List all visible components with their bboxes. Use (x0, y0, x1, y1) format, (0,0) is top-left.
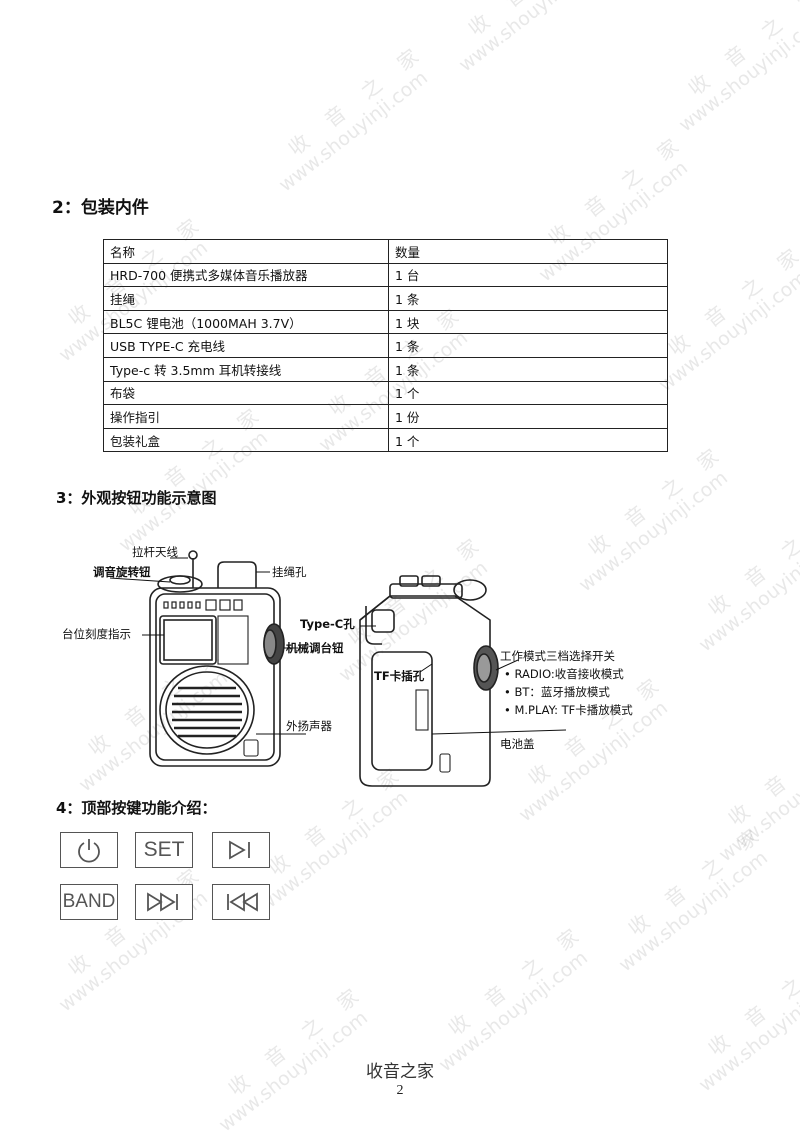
watermark-brand: 收音之家 (440, 0, 624, 59)
set-key: SET (135, 832, 193, 868)
label-tf-slot: TF卡插孔 (374, 669, 425, 683)
power-key (60, 832, 118, 868)
table-cell-quantity: 1 个 (388, 427, 668, 453)
watermark-url: www.shouyinji.com (654, 266, 800, 397)
watermark-brand: 收音之家 (443, 908, 604, 1041)
table-cell-name: 包装礼盒 (103, 427, 389, 453)
watermark-url: www.shouyinji.com (454, 0, 612, 77)
watermark-url: www.shouyinji.com (274, 66, 432, 197)
previous-track-key (212, 884, 270, 920)
table-row: BL5C 锂电池（1000MAH 3.7V）1 块 (103, 309, 668, 335)
watermark-brand: 收音之家 (723, 698, 800, 831)
callout-lines (109, 557, 567, 735)
table-cell-name: USB TYPE-C 充电线 (103, 333, 389, 358)
previous-track-icon (227, 892, 258, 912)
footer-brand: 收音之家 (366, 1062, 434, 1082)
table-cell-name: 布袋 (103, 380, 389, 406)
label-mode-mplay: • M.PLAY: TF卡播放模式 (504, 703, 633, 717)
table-cell-quantity: 1 条 (388, 286, 668, 311)
device-diagram: 拉杆天线 调音旋转钮 挂绳孔 台位刻度指示 机械调台钮 外扬声器 Type-C孔… (60, 540, 700, 790)
label-speaker: 外扬声器 (286, 719, 332, 733)
table-header-quantity: 数量 (388, 239, 668, 264)
watermark-url: www.shouyinji.com (434, 946, 592, 1077)
table-cell-name: BL5C 锂电池（1000MAH 3.7V） (103, 309, 389, 335)
watermark-url: www.shouyinji.com (694, 526, 800, 657)
front-view-drawing (149, 550, 285, 767)
watermark-url: www.shouyinji.com (614, 846, 772, 977)
section-title-top-keys: 4：顶部按键功能介绍： (56, 799, 217, 817)
power-icon (78, 839, 100, 863)
table-cell-quantity: 1 台 (388, 262, 668, 288)
section-title-packing: 2：包装内件 (52, 198, 149, 218)
label-mode-switch: 工作模式三档选择开关 (500, 649, 615, 663)
label-typec-port: Type-C孔 (300, 617, 355, 631)
table-cell-name: 操作指引 (103, 404, 389, 429)
watermark-brand: 收音之家 (683, 0, 800, 101)
watermark-brand: 收音之家 (283, 28, 444, 161)
label-tuning-knob: 调音旋转钮 (93, 565, 151, 579)
label-dial-indicator: 台位刻度指示 (62, 627, 131, 641)
table-cell-name: Type-c 转 3.5mm 耳机转接线 (103, 356, 389, 382)
table-header-name: 名称 (103, 239, 389, 264)
watermark-url: www.shouyinji.com (714, 736, 800, 867)
label-antenna: 拉杆天线 (132, 545, 178, 559)
next-track-key (135, 884, 193, 920)
device-diagram-svg: 拉杆天线 调音旋转钮 挂绳孔 台位刻度指示 机械调台钮 外扬声器 Type-C孔… (62, 545, 633, 787)
section-title-appearance: 3：外观按钮功能示意图 (56, 489, 217, 507)
play-pause-icon (229, 840, 250, 860)
table-cell-quantity: 1 个 (388, 380, 668, 406)
table-cell-name: HRD-700 便携式多媒体音乐播放器 (103, 262, 389, 288)
table-cell-quantity: 1 条 (388, 356, 668, 382)
top-keys-panel: SET BAND (60, 832, 290, 924)
label-battery-cover: 电池盖 (500, 737, 535, 751)
label-mode-radio: • RADIO:收音接收模式 (504, 667, 624, 681)
table-cell-quantity: 1 条 (388, 333, 668, 358)
label-mech-tuning: 机械调台钮 (286, 641, 344, 655)
play-pause-key (212, 832, 270, 868)
set-key-label: SET (143, 838, 185, 861)
label-lanyard-hole: 挂绳孔 (272, 565, 307, 579)
band-key: BAND (60, 884, 118, 920)
watermark-url: www.shouyinji.com (674, 6, 800, 137)
table-header-row: 名称 数量 (103, 239, 668, 264)
next-track-icon (147, 892, 178, 912)
table-cell-quantity: 1 份 (388, 404, 668, 429)
table-cell-name: 挂绳 (103, 286, 389, 311)
table-cell-quantity: 1 块 (388, 309, 668, 335)
back-view-drawing (359, 575, 499, 787)
watermark-brand: 收音之家 (623, 808, 784, 941)
page-number: 2 (396, 1083, 404, 1098)
band-key-label: BAND (62, 891, 116, 912)
label-mode-bt: • BT：蓝牙播放模式 (504, 685, 610, 699)
